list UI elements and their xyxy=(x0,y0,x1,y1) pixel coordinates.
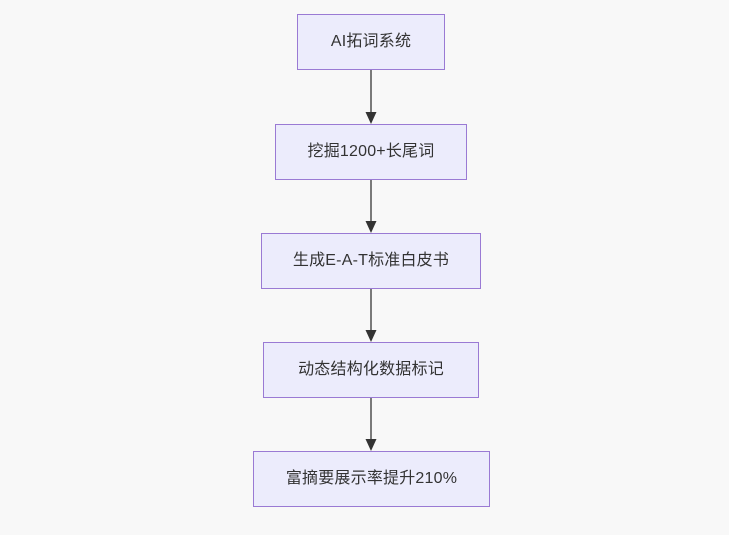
flowchart-node-label: 生成E-A-T标准白皮书 xyxy=(292,252,450,269)
edge-node2-to-node3 xyxy=(365,180,377,233)
edge-node3-to-node4 xyxy=(365,289,377,342)
flowchart-node-ai-keyword-system[interactable]: AI拓词系统 xyxy=(297,14,445,70)
flowchart-node-generate-eat-whitepaper[interactable]: 生成E-A-T标准白皮书 xyxy=(261,233,481,289)
flowchart-node-dynamic-structured-data-markup[interactable]: 动态结构化数据标记 xyxy=(263,342,479,398)
flowchart-node-label: 挖掘1200+长尾词 xyxy=(307,143,435,160)
flowchart-node-rich-snippet-rate-increase[interactable]: 富摘要展示率提升210% xyxy=(253,451,490,507)
edge-node1-to-node2 xyxy=(365,70,377,124)
flowchart-node-label: 富摘要展示率提升210% xyxy=(285,470,458,487)
edge-node4-to-node5 xyxy=(365,398,377,451)
flowchart-node-label: AI拓词系统 xyxy=(330,33,412,50)
flowchart-node-mine-longtail-keywords[interactable]: 挖掘1200+长尾词 xyxy=(275,124,467,180)
flowchart-node-label: 动态结构化数据标记 xyxy=(298,361,444,378)
